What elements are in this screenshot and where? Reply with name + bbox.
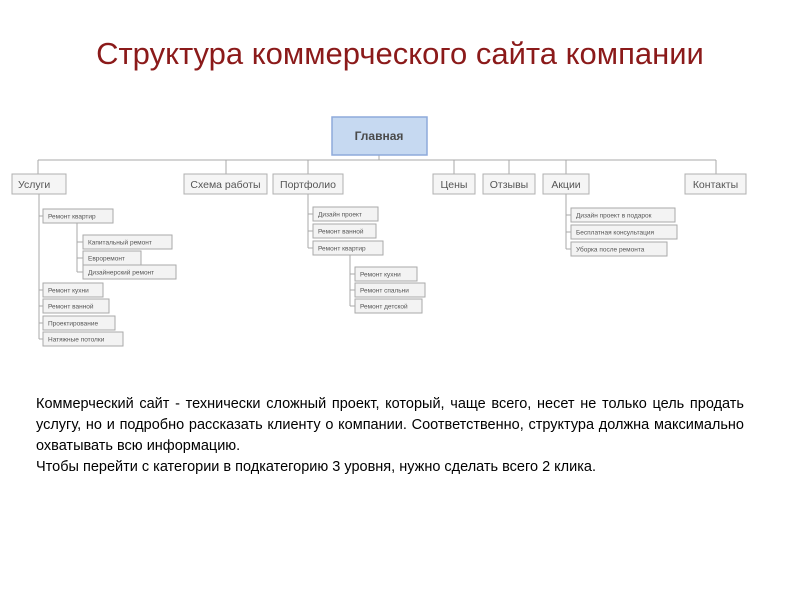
node-akcii: Акции	[542, 173, 590, 195]
svg-text:Дизайн проект в подарок: Дизайн проект в подарок	[576, 212, 652, 220]
node-kapitalnyy-remont: Капитальный ремонт	[82, 234, 173, 250]
node-dizayn-proekt-v-podarok: Дизайн проект в подарок	[570, 207, 676, 223]
node-portfolio-label: Портфолио	[280, 179, 336, 191]
description-line-2: Чтобы перейти с категории в подкатегорию…	[36, 459, 596, 475]
connectors	[37, 155, 717, 340]
node-akcii-label: Акции	[551, 179, 580, 191]
svg-text:Натяжные потолки: Натяжные потолки	[48, 337, 105, 344]
node-otzyvy-label: Отзывы	[490, 179, 528, 191]
node-remont-vannoy: Ремонт ванной	[42, 298, 110, 314]
node-portfolio: Портфолио	[272, 173, 344, 195]
node-dizaynerskiy-remont: Дизайнерский ремонт	[82, 264, 177, 280]
node-shema-raboty-label: Схема работы	[190, 179, 260, 191]
svg-text:Проектирование: Проектирование	[48, 321, 98, 328]
svg-text:Капитальный ремонт: Капитальный ремонт	[88, 239, 152, 247]
svg-text:Дизайн проект: Дизайн проект	[318, 211, 362, 219]
node-remont-detskoy: Ремонт детской	[354, 298, 423, 314]
node-natyazhnye-potolki: Натяжные потолки	[42, 331, 124, 347]
svg-text:Ремонт спальни: Ремонт спальни	[360, 288, 409, 295]
svg-text:Ремонт ванной: Ремонт ванной	[48, 303, 94, 311]
node-kontakty-label: Контакты	[693, 179, 738, 191]
svg-text:Ремонт кухни: Ремонт кухни	[360, 272, 401, 279]
svg-text:Уборка после ремонта: Уборка после ремонта	[576, 246, 645, 254]
node-portfolio-remont-kvartir: Ремонт квартир	[312, 240, 384, 256]
svg-text:Ремонт кухни: Ремонт кухни	[48, 288, 89, 295]
svg-text:Ремонт ванной: Ремонт ванной	[318, 228, 364, 236]
node-remont-kuhni: Ремонт кухни	[42, 282, 104, 298]
node-root-label: Главная	[355, 129, 404, 143]
node-otzyvy: Отзывы	[482, 173, 536, 195]
svg-text:Бесплатная консультация: Бесплатная консультация	[576, 230, 654, 237]
node-dizayn-proekt: Дизайн проект	[312, 206, 379, 222]
description-line-1: Коммерческий сайт - технически сложный п…	[36, 396, 744, 454]
svg-text:Ремонт квартир: Ремонт квартир	[318, 246, 366, 253]
node-uslugi-label: Услуги	[18, 179, 50, 191]
node-remont-spalni: Ремонт спальни	[354, 282, 426, 298]
node-evroremont: Евроремонт	[82, 250, 142, 266]
description-paragraph: Коммерческий сайт - технически сложный п…	[36, 394, 744, 478]
svg-text:Дизайнерский ремонт: Дизайнерский ремонт	[88, 269, 154, 277]
node-portfolio-remont-vannoy: Ремонт ванной	[312, 223, 377, 239]
svg-text:Евроремонт: Евроремонт	[88, 256, 125, 263]
slide-title: Структура коммерческого сайта компании	[96, 36, 704, 71]
node-portfolio-remont-kuhni: Ремонт кухни	[354, 266, 418, 282]
node-ceny-label: Цены	[441, 179, 468, 191]
node-uborka-posle-remonta: Уборка после ремонта	[570, 241, 668, 257]
node-ceny: Цены	[432, 173, 476, 195]
node-uslugi: Услуги	[11, 173, 67, 195]
node-root: Главная	[331, 116, 428, 156]
svg-text:Ремонт квартир: Ремонт квартир	[48, 214, 96, 221]
svg-text:Ремонт детской: Ремонт детской	[360, 303, 408, 311]
node-proektirovanie: Проектирование	[42, 315, 116, 331]
node-remont-kvartir: Ремонт квартир	[42, 208, 114, 224]
node-shema-raboty: Схема работы	[183, 173, 268, 195]
node-kontakty: Контакты	[684, 173, 747, 195]
node-besplatnaya-konsultaciya: Бесплатная консультация	[570, 224, 678, 240]
